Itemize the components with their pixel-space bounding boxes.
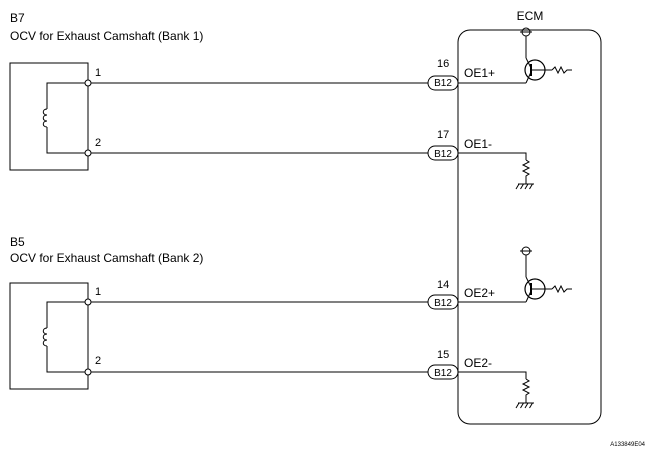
component-name: OCV for Exhaust Camshaft (Bank 1): [10, 29, 203, 43]
junction-dot: [84, 149, 92, 157]
transistor-emitter: [525, 290, 532, 303]
ground-hatch: [524, 402, 529, 409]
ecm-pin-number: 17: [437, 129, 449, 141]
resistor-icon: [551, 284, 572, 294]
pin-number: 1: [95, 286, 101, 298]
ground-hatch: [520, 183, 524, 190]
wire-row: 2 17 OE1- B12: [84, 129, 534, 190]
pin-number: 2: [95, 355, 101, 367]
component-box: [9, 282, 89, 390]
document-code: A133849E04: [610, 442, 645, 448]
junction-dot: [84, 79, 92, 87]
ground-hatch: [524, 183, 529, 190]
junction-dot: [84, 368, 92, 376]
resistor-icon: [551, 65, 572, 75]
transistor-emitter: [525, 71, 532, 84]
wire-row: 1 16 OE1+ B12: [84, 27, 572, 91]
terminal-label: OE2+: [464, 286, 495, 300]
connector-label: B12: [434, 368, 452, 379]
coil-icon: [42, 327, 48, 347]
ecm-label: ECM: [517, 9, 544, 23]
pin-number: 2: [95, 137, 101, 149]
coil-icon: [42, 108, 48, 128]
ground-hatch: [515, 183, 520, 190]
connector-label: B12: [434, 149, 452, 160]
connector-label: B12: [434, 78, 452, 89]
component-code: B5: [10, 235, 25, 249]
ground-hatch: [529, 402, 533, 409]
junction-dot: [84, 298, 92, 306]
internal-wire: [46, 301, 88, 328]
internal-wire: [46, 127, 88, 154]
ecm-pin-number: 16: [437, 58, 449, 70]
wire-row: 1 14 OE2+ B12: [84, 246, 572, 310]
component-name: OCV for Exhaust Camshaft (Bank 2): [10, 251, 203, 265]
ecm-pin-number: 14: [437, 279, 449, 291]
ecm-wire: [458, 371, 527, 379]
ocv-component: [9, 62, 89, 171]
ecm-pin-number: 15: [437, 349, 449, 361]
internal-wire: [46, 346, 88, 373]
terminal-label: OE1+: [464, 66, 495, 80]
transistor-collector: [525, 276, 532, 288]
pin-number: 1: [95, 67, 101, 79]
ocv-component: [9, 282, 89, 390]
internal-wire: [46, 82, 88, 109]
ground-hatch: [529, 183, 533, 190]
resistor-icon: [521, 159, 531, 184]
terminal-label: OE2-: [464, 356, 492, 370]
component-box: [9, 62, 89, 171]
wire-row: 2 15 OE2- B12: [84, 349, 534, 409]
ground-hatch: [520, 402, 524, 409]
resistor-icon: [521, 378, 531, 403]
ground-hatch: [515, 402, 520, 409]
ecm-wire: [458, 152, 527, 160]
terminal-label: OE1-: [464, 137, 492, 151]
connector-label: B12: [434, 298, 452, 309]
component-code: B7: [10, 11, 25, 25]
transistor-collector: [525, 57, 532, 69]
